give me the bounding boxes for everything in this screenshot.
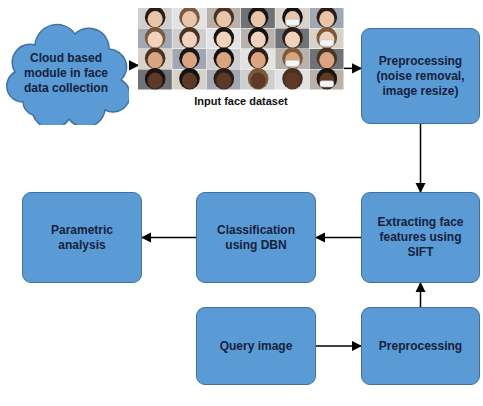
hair (248, 8, 269, 28)
hair (317, 8, 338, 28)
face (285, 73, 300, 89)
face (216, 11, 231, 27)
face (148, 11, 163, 27)
mask (320, 81, 334, 87)
hair (145, 48, 166, 69)
hair (248, 68, 269, 89)
hair (145, 27, 166, 48)
face (182, 32, 197, 48)
node-label: Cloud based module in face data collecti… (18, 51, 114, 96)
hair (317, 68, 338, 89)
face (251, 32, 266, 48)
face (319, 73, 334, 89)
face (251, 73, 266, 89)
face (182, 73, 197, 89)
arrow-connector (316, 237, 361, 239)
arrow-connector (316, 345, 361, 347)
hair (179, 68, 200, 89)
face (182, 11, 197, 27)
arrow-connector (420, 283, 422, 307)
mask (320, 40, 334, 46)
face (251, 11, 266, 27)
hair (317, 48, 338, 69)
face (216, 32, 231, 48)
hair (214, 48, 235, 69)
process-box: Query image (196, 307, 316, 385)
face (285, 11, 300, 27)
process-box: Preprocessing (361, 307, 480, 385)
hair (282, 8, 303, 28)
face (251, 52, 266, 68)
hair (214, 8, 235, 28)
node-label: Classification using DBN (203, 223, 309, 253)
face (319, 32, 334, 48)
cloud-path (7, 25, 129, 125)
hair (179, 27, 200, 48)
mask (286, 19, 300, 25)
hair (282, 27, 303, 48)
hair (179, 48, 200, 69)
hair (179, 8, 200, 28)
face (319, 52, 334, 68)
hair (282, 68, 303, 89)
arrow-connector (129, 65, 138, 67)
hair (145, 68, 166, 89)
image-caption: Input face dataset (194, 95, 288, 109)
arrow-connector (344, 68, 361, 70)
face (319, 11, 334, 27)
node-label: Query image (220, 339, 293, 354)
process-box: Preprocessing (noise removal, image resi… (361, 28, 480, 124)
face (148, 73, 163, 89)
cloud-shape: Cloud based module in face data collecti… (3, 22, 129, 125)
node-label: Extracting face features using SIFT (368, 215, 473, 260)
process-box: Classification using DBN (196, 192, 316, 283)
hair (317, 27, 338, 48)
process-box: Parametric analysis (22, 192, 142, 283)
node-label: Preprocessing (noise removal, image resi… (368, 54, 473, 99)
arrow-connector (420, 124, 422, 192)
hair (145, 8, 166, 28)
face (182, 52, 197, 68)
face (285, 52, 300, 68)
face (216, 73, 231, 89)
node-label: Preprocessing (379, 339, 462, 354)
hair (248, 48, 269, 69)
hair (248, 27, 269, 48)
hair (214, 68, 235, 89)
image-node: Input face dataset (138, 8, 344, 109)
hair (282, 48, 303, 69)
process-box: Extracting face features using SIFT (361, 192, 480, 283)
face (285, 32, 300, 48)
arrow-connector (142, 237, 196, 239)
face (216, 52, 231, 68)
face (148, 52, 163, 68)
face-grid (138, 8, 344, 90)
mask (286, 60, 300, 66)
face (148, 32, 163, 48)
node-label: Parametric analysis (29, 223, 135, 253)
hair (214, 27, 235, 48)
